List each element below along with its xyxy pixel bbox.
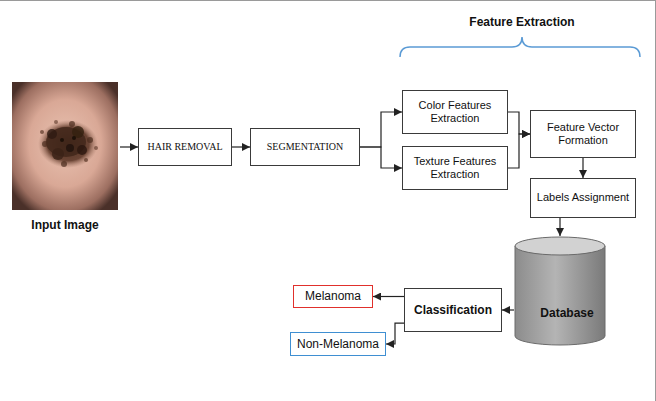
frame-line <box>0 0 656 1</box>
dermoscopy-image <box>12 82 118 210</box>
flow-arrow <box>386 323 404 344</box>
process-label: HAIR REMOVAL <box>147 141 222 153</box>
process-box: Color Features Extraction <box>402 90 508 134</box>
result-label: Melanoma <box>305 289 361 303</box>
process-box: Texture Features Extraction <box>402 146 508 190</box>
process-label: Feature Vector Formation <box>536 121 630 147</box>
database-cylinder: Database <box>514 236 606 346</box>
flow-arrow <box>508 112 530 134</box>
process-label: SEGMENTATION <box>267 141 343 153</box>
process-box: Feature Vector Formation <box>530 110 636 158</box>
frame-line <box>655 0 656 401</box>
result-box: Melanoma <box>293 285 373 308</box>
process-box: Classification <box>404 288 502 332</box>
process-box: HAIR REMOVAL <box>138 128 232 166</box>
flow-arrow <box>120 146 138 147</box>
result-box: Non-Melanoma <box>290 332 386 356</box>
process-box: Labels Assignment <box>530 178 636 218</box>
image-caption: Input Image <box>31 218 98 232</box>
section-heading: Feature Extraction <box>452 15 592 29</box>
flow-arrow <box>582 158 583 178</box>
input-image: Input Image <box>10 82 120 232</box>
flow-arrow <box>373 296 404 297</box>
flow-arrow <box>559 218 560 236</box>
flow-arrow <box>508 134 530 168</box>
process-label: Texture Features Extraction <box>408 155 502 181</box>
flow-arrow <box>360 147 402 168</box>
curly-brace <box>400 37 640 57</box>
process-label: Labels Assignment <box>537 191 629 204</box>
database-label: Database <box>540 306 593 320</box>
result-label: Non-Melanoma <box>297 337 379 351</box>
flow-arrow <box>360 112 402 147</box>
flow-arrow <box>232 146 250 147</box>
cylinder-outline <box>514 236 606 346</box>
process-box: SEGMENTATION <box>250 128 360 166</box>
cylinder-body <box>515 246 605 345</box>
cylinder-top <box>515 237 605 255</box>
flow-arrow <box>502 309 514 310</box>
process-label: Classification <box>414 303 492 317</box>
process-label: Color Features Extraction <box>408 99 502 125</box>
